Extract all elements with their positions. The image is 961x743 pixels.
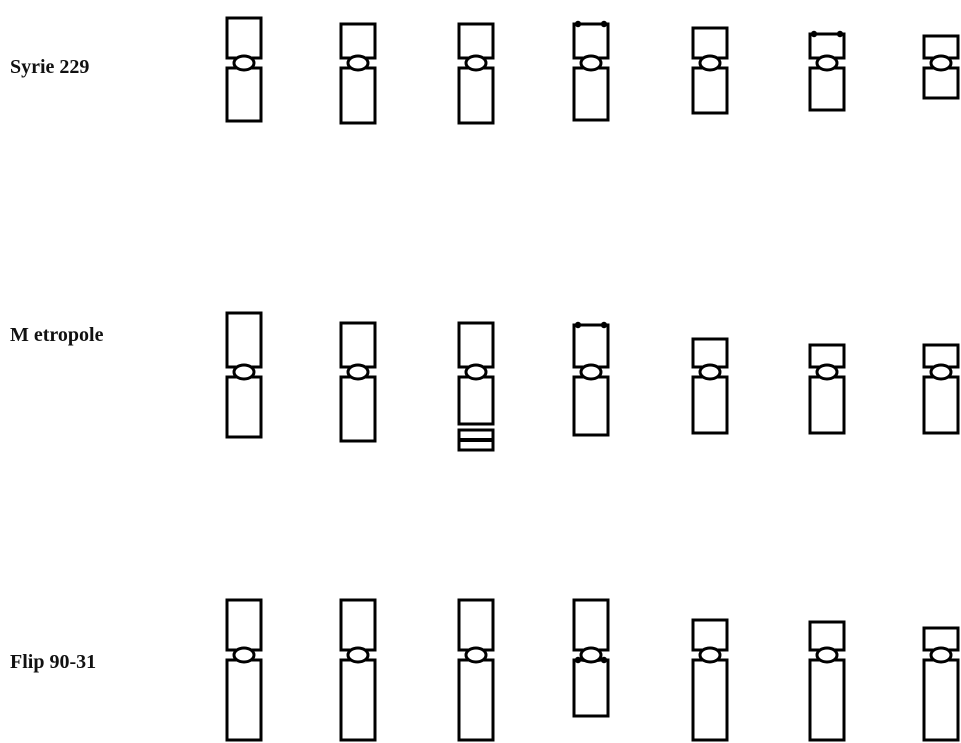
chromosome [459, 323, 493, 450]
long-arm [924, 68, 958, 98]
chromosome [693, 339, 727, 433]
long-arm [693, 660, 727, 740]
centromere [817, 648, 837, 662]
centromere [234, 365, 254, 379]
satellite-dot [601, 21, 607, 27]
short-arm [574, 325, 608, 367]
chromosome [459, 600, 493, 740]
short-arm [459, 600, 493, 650]
chromosome [574, 600, 608, 716]
centromere [348, 648, 368, 662]
chromosome [810, 622, 844, 740]
satellite-dot [837, 31, 843, 37]
centromere [466, 648, 486, 662]
short-arm [574, 24, 608, 58]
short-arm [227, 313, 261, 367]
chromosome [693, 28, 727, 113]
short-arm [693, 339, 727, 367]
long-arm [227, 68, 261, 121]
centromere [817, 56, 837, 70]
centromere [931, 56, 951, 70]
chromosome [341, 24, 375, 123]
long-arm [810, 68, 844, 110]
satellite-dot [601, 322, 607, 328]
long-arm [227, 377, 261, 437]
short-arm [574, 600, 608, 650]
short-arm [227, 600, 261, 650]
long-arm [227, 660, 261, 740]
long-arm [924, 660, 958, 740]
short-arm [341, 323, 375, 367]
long-arm [459, 377, 493, 424]
chromosome [227, 600, 261, 740]
centromere [348, 56, 368, 70]
chromosome [574, 21, 608, 120]
long-arm [693, 68, 727, 113]
long-arm [341, 660, 375, 740]
long-arm [341, 377, 375, 441]
centromere [931, 648, 951, 662]
short-arm [227, 18, 261, 58]
chromosome [924, 345, 958, 433]
satellite-dot [575, 21, 581, 27]
short-arm [341, 600, 375, 650]
chromosome [341, 600, 375, 740]
centromere [700, 56, 720, 70]
chromosome [924, 628, 958, 740]
long-arm [574, 377, 608, 435]
short-arm [693, 620, 727, 650]
chromosome [227, 313, 261, 437]
long-arm [574, 660, 608, 716]
chromosome [693, 620, 727, 740]
centromere [700, 365, 720, 379]
centromere [931, 365, 951, 379]
long-arm [924, 377, 958, 433]
satellite-dot [811, 31, 817, 37]
short-arm [810, 622, 844, 650]
chromosome [810, 31, 844, 110]
chromosome [574, 322, 608, 435]
satellite-dot [575, 322, 581, 328]
chromosome [459, 24, 493, 123]
centromere [700, 648, 720, 662]
long-arm [459, 660, 493, 740]
short-arm [459, 323, 493, 367]
chromosome [924, 36, 958, 98]
long-arm [341, 68, 375, 123]
centromere [348, 365, 368, 379]
long-arm [693, 377, 727, 433]
centromere [817, 365, 837, 379]
centromere [466, 56, 486, 70]
short-arm [341, 24, 375, 58]
centromere [234, 56, 254, 70]
chromosome [810, 345, 844, 433]
long-arm [574, 68, 608, 120]
chromosome [227, 18, 261, 121]
long-arm [810, 660, 844, 740]
short-arm [693, 28, 727, 58]
long-arm [810, 377, 844, 433]
chromosome [341, 323, 375, 441]
long-arm [459, 68, 493, 123]
centromere [581, 56, 601, 70]
centromere [581, 648, 601, 662]
short-arm [459, 24, 493, 58]
short-arm [810, 34, 844, 58]
centromere [581, 365, 601, 379]
centromere [234, 648, 254, 662]
centromere [466, 365, 486, 379]
